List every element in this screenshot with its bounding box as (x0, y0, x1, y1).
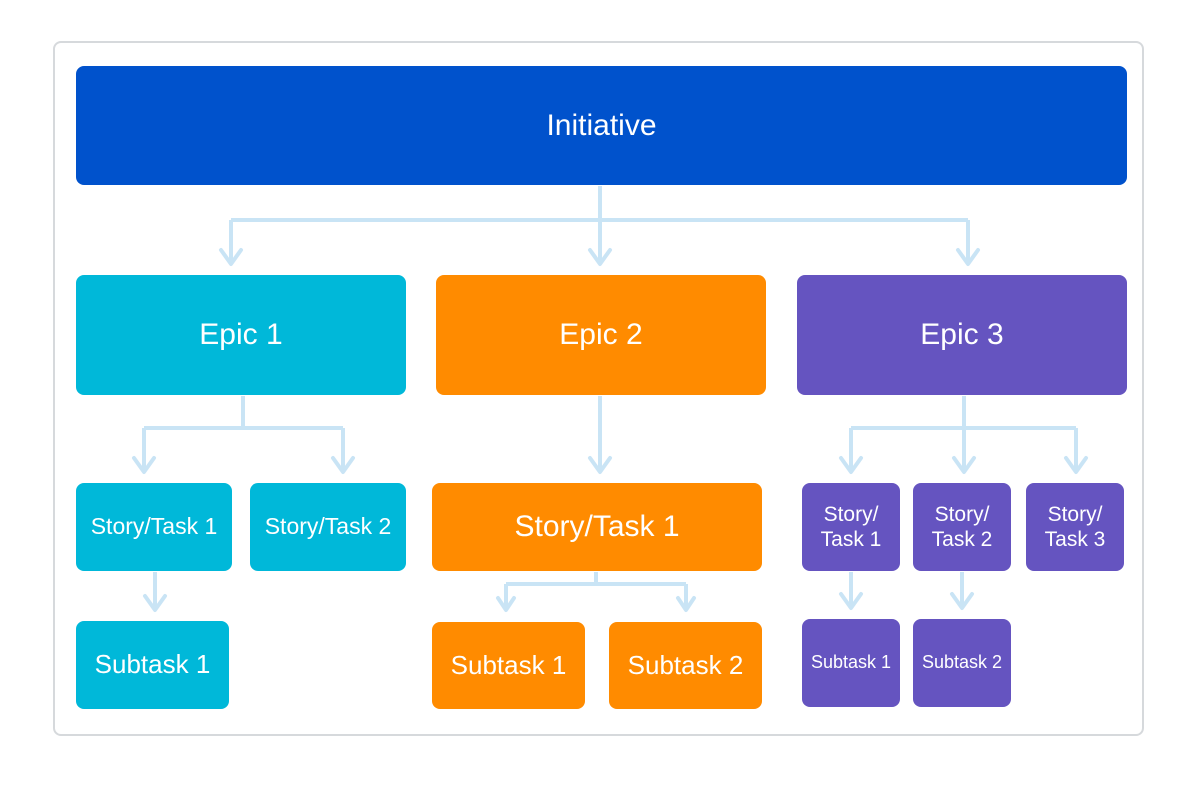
epic-3-label: Epic 3 (920, 318, 1004, 351)
epic-1-label: Epic 1 (199, 318, 283, 351)
epic-3-subtask-2-label: Subtask 2 (921, 652, 1003, 673)
arrow-to-epic-1-subtask-1 (143, 594, 167, 612)
epic-3-story-3-box: Story/ Task 3 (1026, 483, 1124, 571)
epic-2-story-1-box: Story/Task 1 (432, 483, 762, 571)
arrow-to-epic-1-story-1 (132, 456, 156, 474)
epic-3-story-2-line-2: Task 2 (931, 528, 993, 551)
epic-2-box: Epic 2 (436, 275, 766, 395)
arrow-to-epic-3-subtask-1 (839, 592, 863, 610)
arrow-to-epic-3 (956, 248, 980, 266)
epic-3-story-1-line-2: Task 1 (820, 528, 882, 551)
arrow-to-epic-1-story-2 (331, 456, 355, 474)
epic-2-subtask-2-box: Subtask 2 (609, 622, 762, 709)
epic-3-story-2-box: Story/ Task 2 (913, 483, 1011, 571)
epic-3-subtask-1-box: Subtask 1 (802, 619, 900, 707)
epic-2-subtask-1-box: Subtask 1 (432, 622, 585, 709)
epic-1-story-2-label: Story/Task 2 (264, 513, 392, 540)
epic-2-story-1-label: Story/Task 1 (514, 510, 680, 543)
arrow-to-epic-3-story-2 (952, 456, 976, 474)
epic-2-subtask-2-label: Subtask 2 (627, 649, 744, 680)
epic-3-box: Epic 3 (797, 275, 1127, 395)
connector-epic-2-subtasks (504, 572, 688, 608)
connector-epic-3-bar (849, 426, 1078, 470)
epic-2-subtask-1-label: Subtask 1 (450, 649, 567, 680)
epic-3-story-3-line-1: Story/ (1047, 502, 1103, 526)
epic-3-story-1-line-1: Story/ (823, 502, 879, 526)
arrow-to-epic-2-subtask-1 (496, 596, 516, 612)
epic-1-story-1-label: Story/Task 1 (90, 513, 218, 540)
arrow-to-epic-2-subtask-2 (676, 596, 696, 612)
epic-2-label: Epic 2 (559, 318, 643, 351)
arrow-to-epic-2-story-1 (588, 456, 612, 474)
initiative-label: Initiative (546, 108, 657, 142)
arrow-to-epic-1 (219, 248, 243, 266)
epic-1-subtask-1-label: Subtask 1 (94, 649, 211, 680)
epic-1-box: Epic 1 (76, 275, 406, 395)
epic-3-story-2-line-1: Story/ (934, 502, 990, 526)
arrow-to-epic-3-subtask-2 (950, 592, 974, 610)
connector-epic-1-bar (142, 426, 345, 470)
epic-1-story-2-box: Story/Task 2 (250, 483, 406, 571)
epic-1-subtask-1-box: Subtask 1 (76, 621, 229, 709)
epic-3-story-3-line-2: Task 3 (1044, 528, 1106, 551)
epic-3-subtask-2-box: Subtask 2 (913, 619, 1011, 707)
arrow-to-epic-2 (588, 248, 612, 266)
epic-1-story-1-box: Story/Task 1 (76, 483, 232, 571)
initiative-box: Initiative (76, 66, 1127, 185)
epic-3-subtask-1-label: Subtask 1 (810, 652, 892, 673)
arrow-to-epic-3-story-1 (839, 456, 863, 474)
epic-3-story-1-box: Story/ Task 1 (802, 483, 900, 571)
arrow-to-epic-3-story-3 (1064, 456, 1088, 474)
